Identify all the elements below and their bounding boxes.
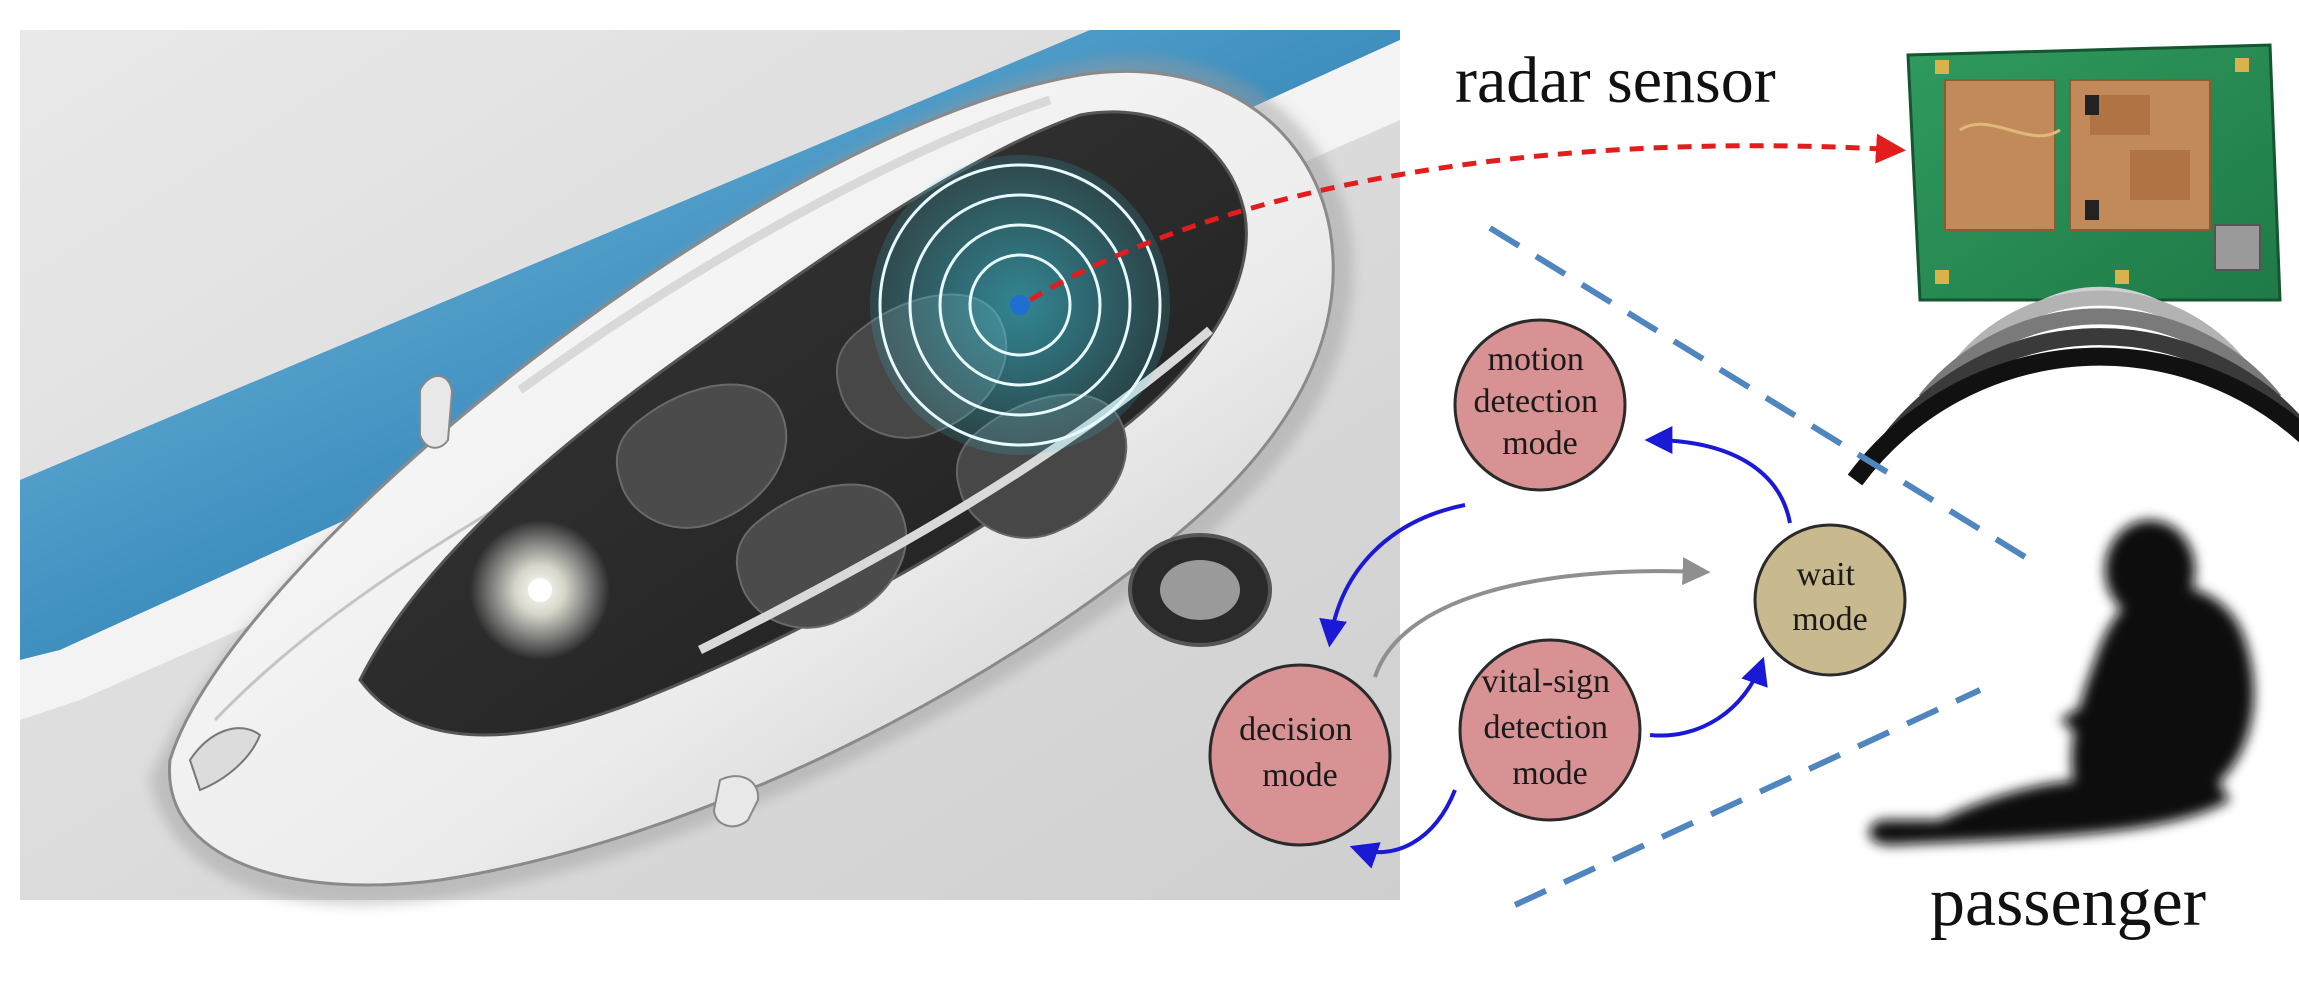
vital-sign-detection-mode-node: vital-sign detection mode: [1458, 638, 1642, 822]
wait-line-2: mode: [1792, 601, 1868, 638]
vital-line-2: detection: [1483, 709, 1608, 746]
motion-line-3: mode: [1502, 425, 1578, 462]
arrow-wait-to-motion: [1644, 426, 1792, 524]
decision-line-1: decision: [1239, 711, 1352, 748]
vital-line-3: mode: [1512, 755, 1588, 792]
radar-sensor-label: radar sensor: [1455, 44, 1776, 117]
pcb-board-icon: [1906, 43, 2282, 302]
svg-text:vital-sign detection: vital-sign detection mode: [1482, 663, 1619, 792]
decision-line-2: mode: [1262, 757, 1338, 794]
seated-person-silhouette: [1869, 520, 2254, 845]
motion-line-1: motion: [1488, 341, 1584, 378]
svg-text:wait mode: wait mode: [1792, 556, 1868, 638]
radar-pointer-arrow: [1028, 133, 1906, 303]
decision-mode-node: decision mode: [1208, 663, 1392, 847]
motion-detection-mode-node: motion detection mode: [1453, 318, 1627, 492]
arrow-vital-to-decision: [1349, 789, 1457, 869]
motion-line-2: detection: [1473, 383, 1598, 420]
vital-line-1: vital-sign: [1482, 663, 1610, 700]
arrow-decision-to-wait: [1373, 557, 1711, 678]
wait-line-1: wait: [1796, 556, 1855, 593]
passenger-label: passenger: [1930, 864, 2207, 941]
wait-mode-node: wait mode: [1753, 523, 1907, 677]
radar-waves-icon: [870, 155, 1170, 455]
beam-lower: [1513, 687, 1982, 908]
svg-text:motion detection m: motion detection mode: [1473, 341, 1606, 462]
signal-waves-icon: [1847, 286, 2299, 486]
svg-text:decision mode: decision mode: [1239, 711, 1361, 794]
arrow-motion-to-decision: [1319, 503, 1466, 648]
arrow-vital-to-wait: [1649, 656, 1768, 738]
